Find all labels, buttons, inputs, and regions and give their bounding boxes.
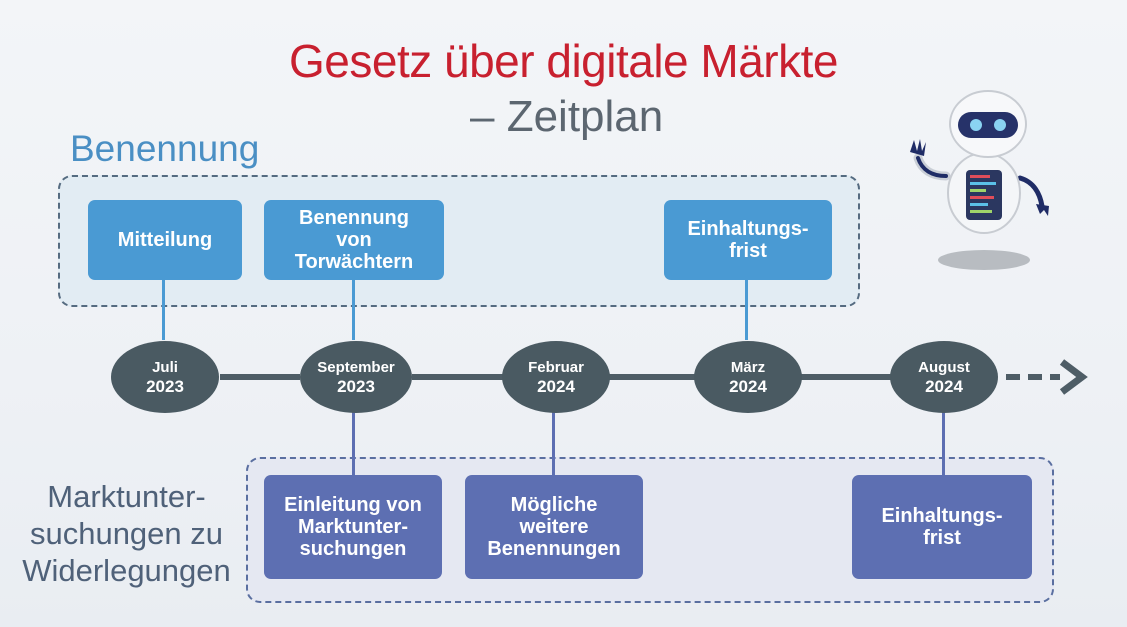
- page-subtitle: – Zeitplan: [470, 92, 664, 141]
- box-line: suchungen: [299, 538, 407, 560]
- box-einhaltungsfrist-top: Einhaltungs- frist: [664, 200, 832, 280]
- connector-line: [745, 280, 748, 340]
- box-line: frist: [923, 527, 961, 549]
- milestone-month: März: [730, 359, 766, 376]
- milestone-month: September: [317, 359, 395, 376]
- robot-mascot-icon: [910, 90, 1049, 270]
- timeline-dash: [1028, 374, 1042, 380]
- box-line: Benennungen: [487, 538, 621, 560]
- connector-line: [352, 280, 355, 340]
- connector-line: [352, 412, 355, 476]
- page-title: Gesetz über digitale Märkte: [289, 35, 839, 87]
- timeline-segment: [412, 374, 504, 380]
- box-line: Einhaltungs-: [687, 218, 809, 240]
- box-line: Einhaltungs-: [881, 505, 1003, 527]
- milestone-node: März 2024: [694, 341, 802, 413]
- arrow-right-icon: [1059, 359, 1088, 395]
- heading-line: Widerlegungen: [22, 553, 231, 588]
- connector-line: [162, 280, 165, 340]
- box-line: frist: [729, 240, 767, 262]
- timeline-dash: [1006, 374, 1020, 380]
- milestone-year: 2024: [729, 377, 767, 396]
- box-line: Benennung: [299, 207, 409, 229]
- heading-line: Marktunter-: [47, 479, 206, 514]
- box-line: von: [336, 229, 372, 251]
- milestone-year: 2024: [537, 377, 575, 396]
- milestone-node: August 2024: [890, 341, 998, 413]
- timeline-segment: [220, 374, 300, 380]
- section-heading-benennung: Benennung: [70, 128, 260, 169]
- box-mitteilung: Mitteilung: [88, 200, 242, 280]
- box-benennung-torwaechter: Benennung von Torwächtern: [264, 200, 444, 280]
- timeline-segment: [606, 374, 698, 380]
- milestone-year: 2023: [146, 377, 184, 396]
- timeline-segment: [800, 374, 892, 380]
- milestone-node: Juli 2023: [111, 341, 219, 413]
- box-line: Mögliche: [510, 494, 598, 516]
- box-einhaltungsfrist-bottom: Einhaltungs- frist: [852, 475, 1032, 579]
- milestone-month: Februar: [528, 359, 584, 376]
- box-line: Torwächtern: [294, 251, 414, 273]
- section-heading-marktuntersuchungen: Marktunter- suchungen zu Widerlegungen: [14, 478, 239, 589]
- milestone-year: 2024: [925, 377, 963, 396]
- box-einleitung-marktuntersuchungen: Einleitung von Marktunter- suchungen: [264, 475, 442, 579]
- box-weitere-benennungen: Mögliche weitere Benennungen: [465, 475, 643, 579]
- timeline-dash: [1050, 374, 1060, 380]
- milestone-node: September 2023: [300, 341, 412, 413]
- connector-line: [552, 412, 555, 476]
- box-line: weitere: [519, 516, 589, 538]
- heading-line: suchungen zu: [29, 516, 224, 551]
- box-line: Marktunter-: [297, 516, 408, 538]
- connector-line: [942, 412, 945, 476]
- milestone-node: Februar 2024: [502, 341, 610, 413]
- milestone-year: 2023: [337, 377, 375, 396]
- box-line: Einleitung von: [284, 494, 422, 516]
- milestone-month: Juli: [152, 359, 178, 376]
- milestone-month: August: [918, 359, 970, 376]
